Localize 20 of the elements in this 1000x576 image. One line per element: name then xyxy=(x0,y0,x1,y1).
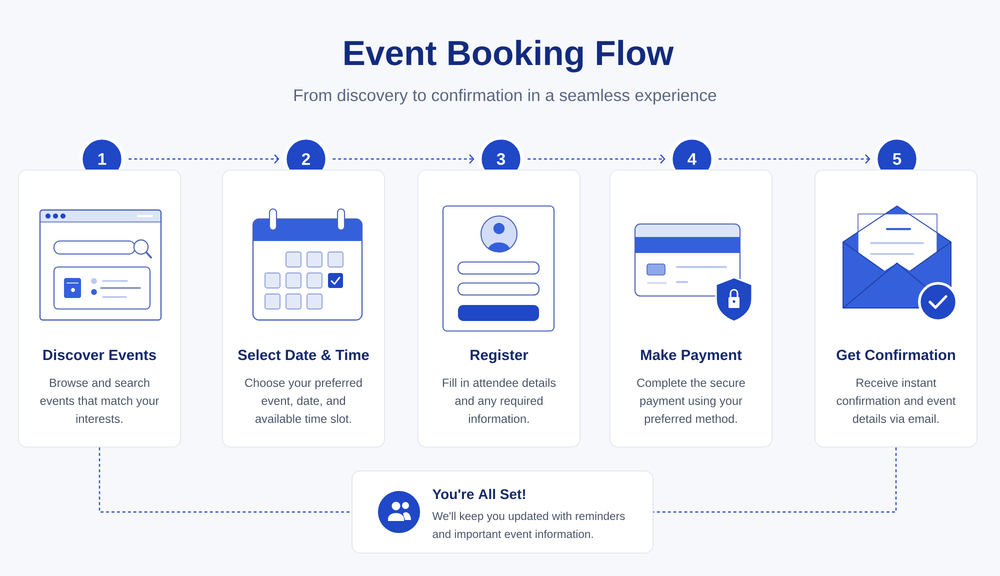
step-description: Receive instant confirmation and event details via email. xyxy=(836,378,956,423)
step-title: Register xyxy=(470,349,528,364)
dotted-line xyxy=(653,447,897,513)
step-description: Choose your preferred event, date, and available time slot. xyxy=(245,378,362,423)
step-description: Fill in attendee details and any required information. xyxy=(442,378,556,423)
step-description: Browse and search events that match your interests. xyxy=(40,378,159,423)
dotted-line xyxy=(98,447,352,513)
step-description: Complete the secure payment using your preferred method. xyxy=(637,378,745,426)
dotted-arrow xyxy=(528,154,666,164)
card-heading: You're All Set! xyxy=(432,488,526,500)
step-title: Make Payment xyxy=(641,349,742,364)
step-title: Get Confirmation xyxy=(836,349,955,360)
step-title: Select Date & Time xyxy=(238,349,369,360)
dotted-arrow xyxy=(128,154,280,164)
card-description: We'll keep you updated with reminders and important event information. xyxy=(432,512,625,540)
dotted-arrow xyxy=(332,154,474,164)
step-title: Discover Events xyxy=(43,349,156,360)
title: Event Booking Flow xyxy=(344,40,674,72)
subtitle: From discovery to confirmation in a seamless experience xyxy=(294,88,716,104)
dotted-arrow xyxy=(718,154,870,164)
